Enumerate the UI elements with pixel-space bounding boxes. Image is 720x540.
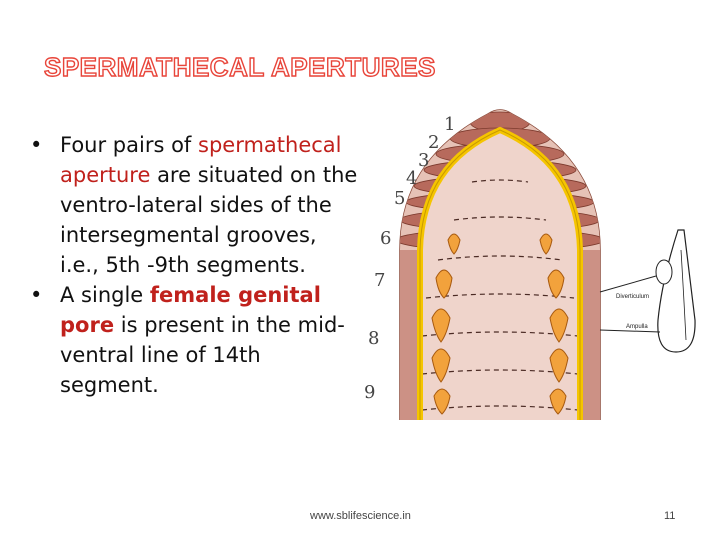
segment-label: 1 xyxy=(444,114,455,135)
segment-label: 8 xyxy=(368,328,379,349)
inset-label: Ampulla xyxy=(626,324,648,330)
inset-label: Diverticulum xyxy=(616,294,649,300)
bullet-dot: • xyxy=(30,283,43,307)
bullet-item: • Four pairs of spermathecal aperture ar… xyxy=(30,130,360,280)
footer-url: www.sblifescience.in xyxy=(310,510,411,522)
page-number: 11 xyxy=(664,510,676,522)
segment-label: 6 xyxy=(380,228,391,249)
segment-label: 7 xyxy=(374,270,385,291)
worm-body xyxy=(399,109,601,421)
segment-label: 4 xyxy=(406,168,417,189)
segment-label: 3 xyxy=(418,150,429,171)
slide-body: • Four pairs of spermathecal aperture ar… xyxy=(30,130,360,400)
bullet-text: A single xyxy=(60,283,150,307)
segment-label: 5 xyxy=(394,188,405,209)
spermatheca-group xyxy=(431,233,569,415)
bullet-highlight: spermathecal aperture xyxy=(60,133,342,187)
earthworm-diagram: 1 2 3 4 5 6 7 8 9 Diverticulum Ampulla xyxy=(360,100,700,421)
bullet-text: is present in the mid-ventral line of 14… xyxy=(60,313,345,397)
bullet-highlight: female genital pore xyxy=(60,283,321,337)
bullet-text: are situated on the ventro-lateral sides… xyxy=(60,163,358,277)
bullet-dot: • xyxy=(30,133,43,157)
segment-label: 2 xyxy=(428,132,439,153)
bullet-text: Four pairs of xyxy=(60,133,198,157)
slide-title: SPERMATHECAL APERTURES xyxy=(43,51,436,82)
bullet-item: • A single female genital pore is presen… xyxy=(30,280,360,400)
segment-label: 9 xyxy=(364,382,375,403)
spermatheca-inset: Diverticulum Ampulla xyxy=(599,229,696,353)
